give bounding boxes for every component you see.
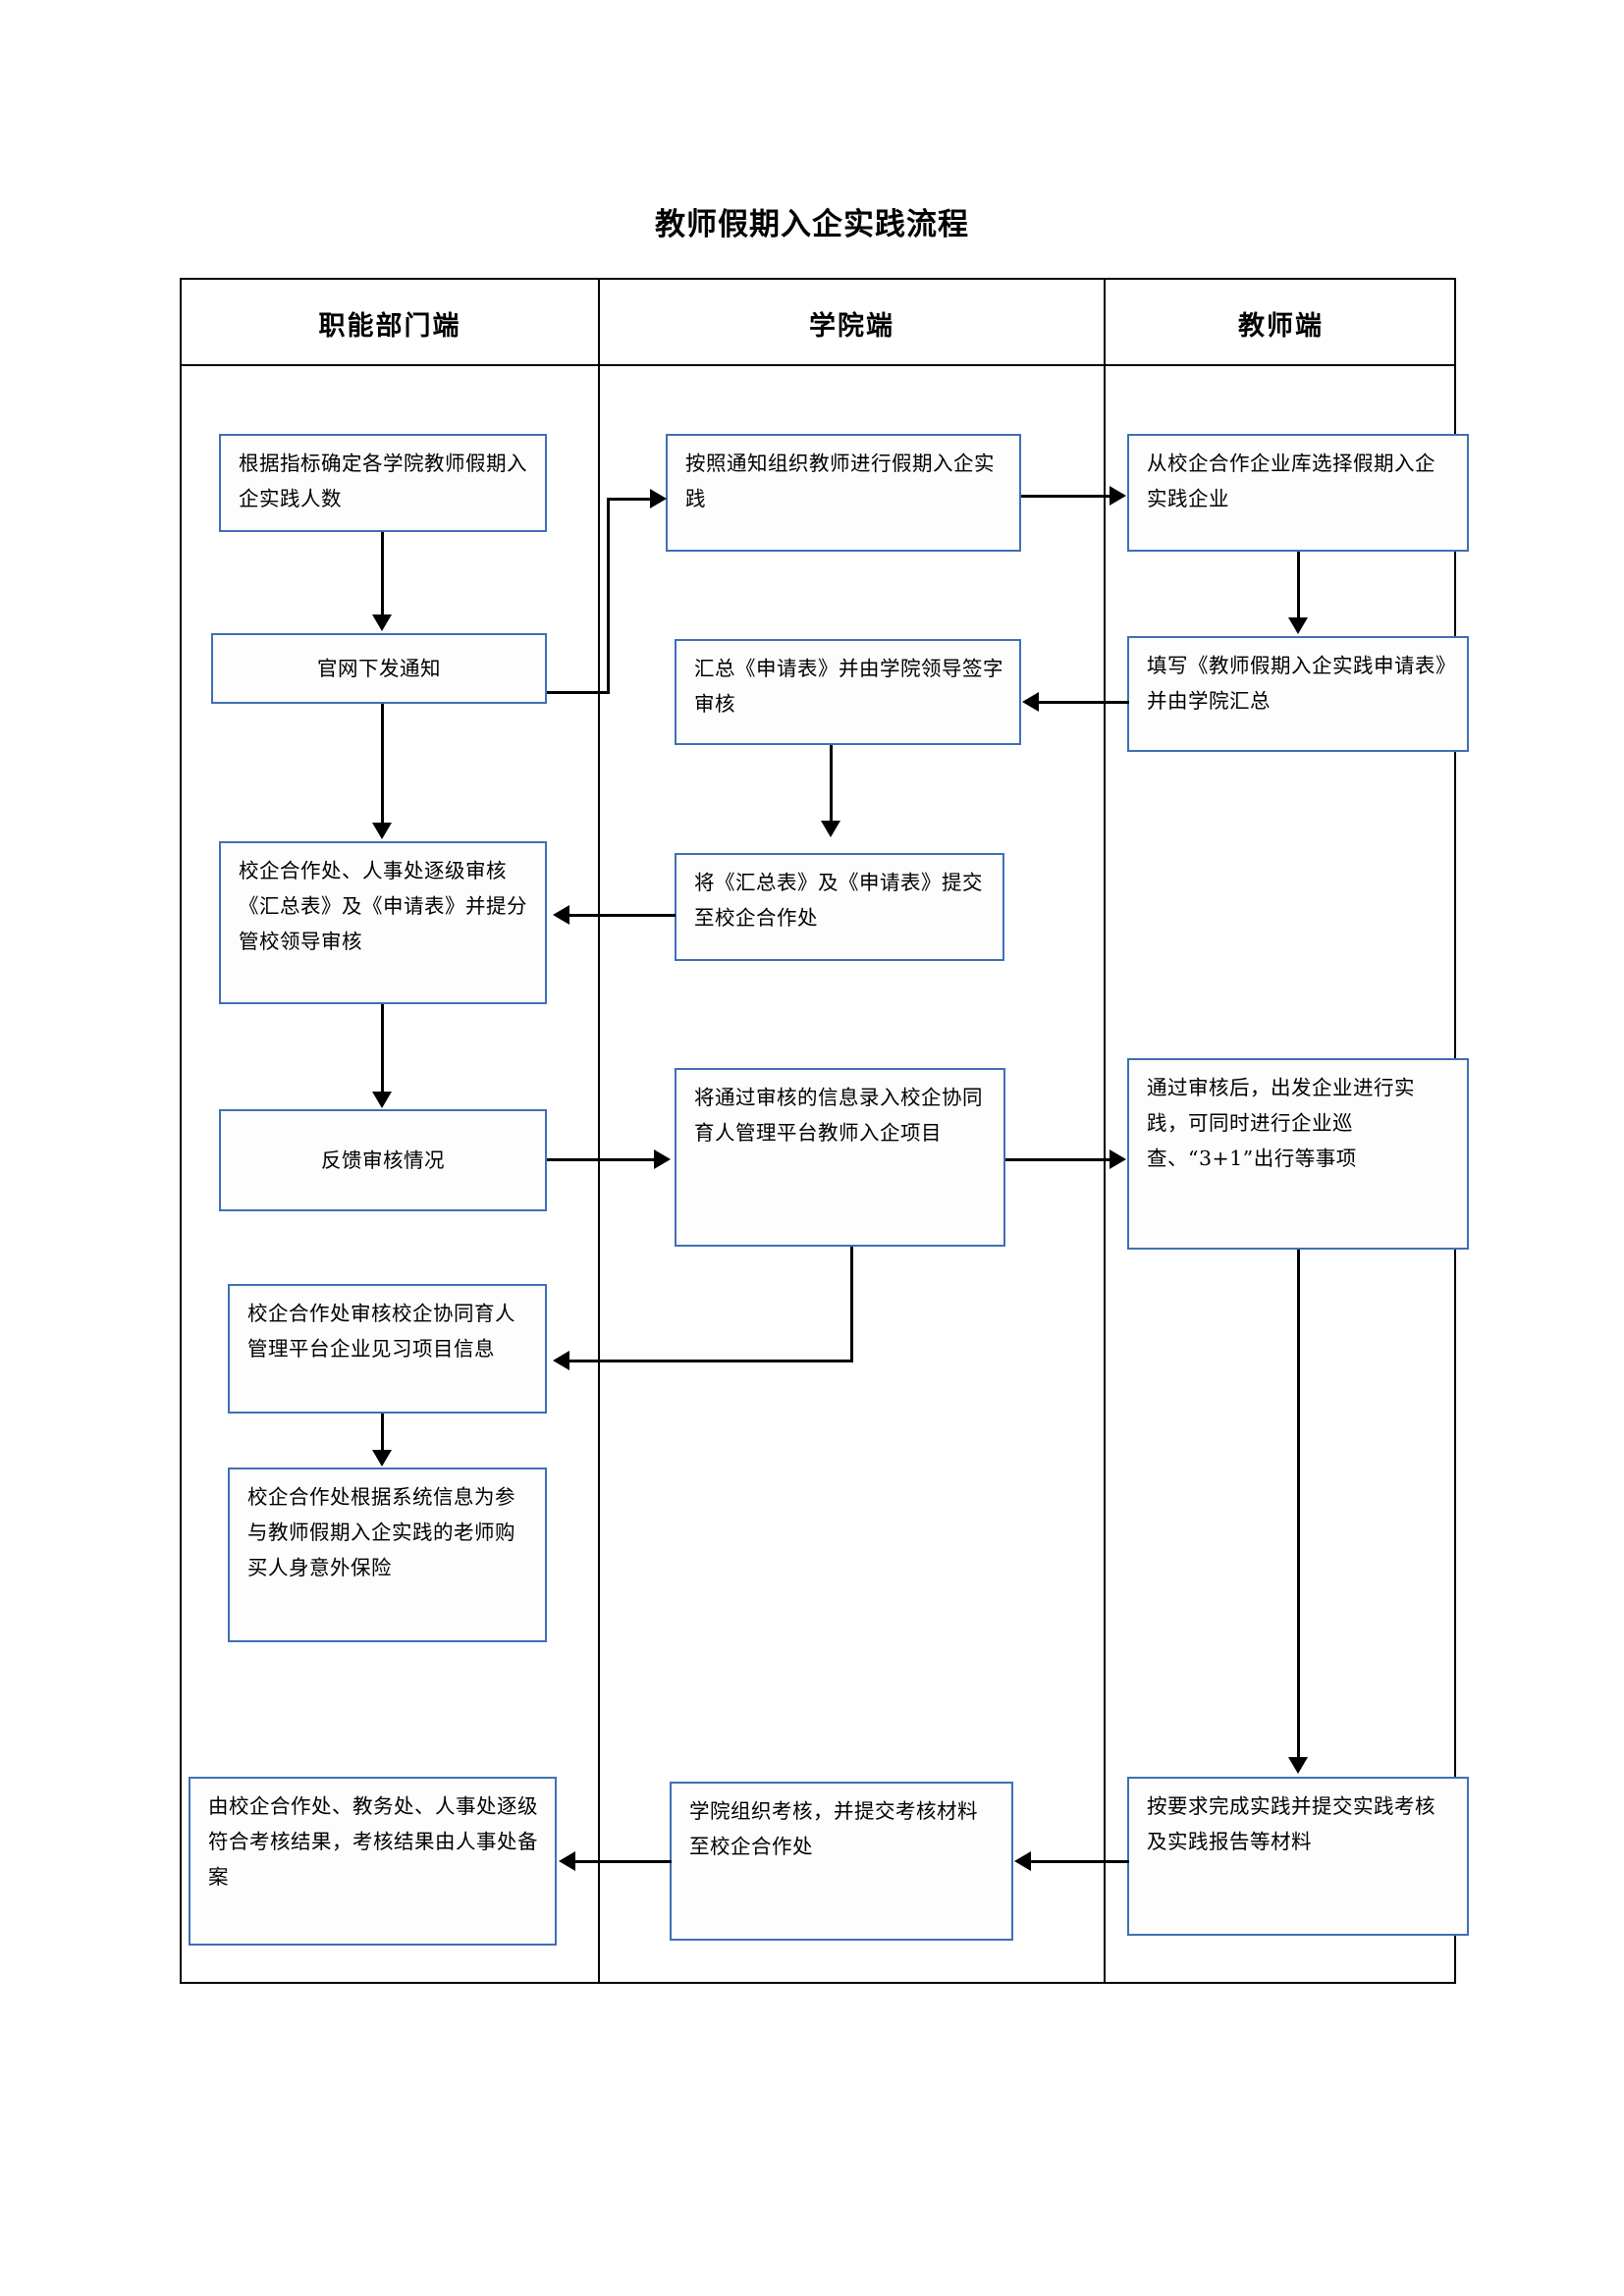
arrowhead-c3n3-c3n4 (1288, 1757, 1308, 1774)
node-c3n1[interactable]: 从校企合作企业库选择假期入企实践企业 (1127, 434, 1469, 552)
connector-c3n1-c3n2 (1297, 552, 1300, 618)
connector-c1n2-elbow-h2 (607, 498, 652, 501)
connector-c2n4-elbow-v (850, 1247, 853, 1362)
node-c2n4[interactable]: 将通过审核的信息录入校企协同育人管理平台教师入企项目 (675, 1068, 1005, 1247)
connector-c1n5-c1n6 (381, 1414, 384, 1451)
column-header-functional-dept: 职能部门端 (318, 311, 461, 342)
arrowhead-c3n1-c3n2 (1288, 617, 1308, 634)
arrowhead-c1n1-c1n2 (372, 614, 392, 631)
connector-c1n4-c2n4 (547, 1158, 656, 1161)
column-divider-2 (1104, 280, 1106, 1982)
node-c1n6[interactable]: 校企合作处根据系统信息为参与教师假期入企实践的老师购买人身意外保险 (228, 1468, 547, 1642)
connector-c2n3-c1n3 (569, 914, 676, 917)
connector-c3n3-c3n4 (1297, 1250, 1300, 1758)
node-c1n5[interactable]: 校企合作处审核校企协同育人管理平台企业见习项目信息 (228, 1284, 547, 1414)
arrowhead-c1n2-c1n3 (372, 823, 392, 839)
node-c1n2[interactable]: 官网下发通知 (211, 633, 547, 704)
connector-c2n5-c1n7 (575, 1860, 672, 1863)
node-c1n1[interactable]: 根据指标确定各学院教师假期入企实践人数 (219, 434, 547, 532)
node-c1n3[interactable]: 校企合作处、人事处逐级审核《汇总表》及《申请表》并提分管校领导审核 (219, 841, 547, 1004)
node-c2n3[interactable]: 将《汇总表》及《申请表》提交至校企合作处 (675, 853, 1004, 961)
connector-c1n2-c1n3 (381, 704, 384, 824)
arrowhead-c1n4-c2n4 (654, 1149, 671, 1169)
arrowhead-c2n4-c3n3 (1110, 1149, 1126, 1169)
column-divider-1 (598, 280, 600, 1982)
node-c3n4[interactable]: 按要求完成实践并提交实践考核及实践报告等材料 (1127, 1777, 1469, 1936)
header-divider (180, 364, 1456, 366)
column-header-college: 学院端 (809, 311, 894, 342)
connector-c2n2-c2n3 (830, 745, 833, 822)
connector-c1n1-c1n2 (381, 532, 384, 616)
page-title: 教师假期入企实践流程 (655, 207, 969, 242)
connector-c2n4-c3n3 (1005, 1158, 1111, 1161)
node-c2n2[interactable]: 汇总《申请表》并由学院领导签字审核 (675, 639, 1021, 745)
connector-c3n4-c2n5 (1031, 1860, 1129, 1863)
arrowhead-c2n3-c1n3 (553, 905, 569, 925)
arrowhead-c2n5-c1n7 (559, 1851, 575, 1871)
arrowhead-c2n2-c2n3 (821, 821, 840, 837)
arrowhead-c1n5-c1n6 (372, 1450, 392, 1467)
arrowhead-c2n4-c1n5 (553, 1351, 569, 1370)
node-c3n2[interactable]: 填写《教师假期入企实践申请表》并由学院汇总 (1127, 636, 1469, 752)
node-c3n3[interactable]: 通过审核后，出发企业进行实践，可同时进行企业巡查、“3+1”出行等事项 (1127, 1058, 1469, 1250)
connector-c2n4-elbow-h (569, 1360, 853, 1362)
node-c2n1[interactable]: 按照通知组织教师进行假期入企实践 (666, 434, 1021, 552)
connector-c1n2-elbow-v (607, 498, 610, 694)
node-c2n5[interactable]: 学院组织考核，并提交考核材料至校企合作处 (670, 1782, 1013, 1941)
arrowhead-c2n1-c3n1 (1110, 486, 1126, 506)
connector-c1n3-c1n4 (381, 1004, 384, 1093)
arrowhead-c3n4-c2n5 (1014, 1851, 1031, 1871)
node-c1n4[interactable]: 反馈审核情况 (219, 1109, 547, 1211)
column-header-teacher: 教师端 (1238, 311, 1324, 342)
connector-c3n2-c2n2 (1039, 701, 1129, 704)
connector-c2n1-c3n1 (1021, 495, 1111, 498)
arrowhead-c3n2-c2n2 (1022, 692, 1039, 712)
arrowhead-c1n2-c2n1 (650, 489, 667, 508)
node-c1n7[interactable]: 由校企合作处、教务处、人事处逐级符合考核结果，考核结果由人事处备案 (189, 1777, 557, 1946)
connector-c1n2-elbow-h1 (547, 691, 610, 694)
arrowhead-c1n3-c1n4 (372, 1092, 392, 1108)
